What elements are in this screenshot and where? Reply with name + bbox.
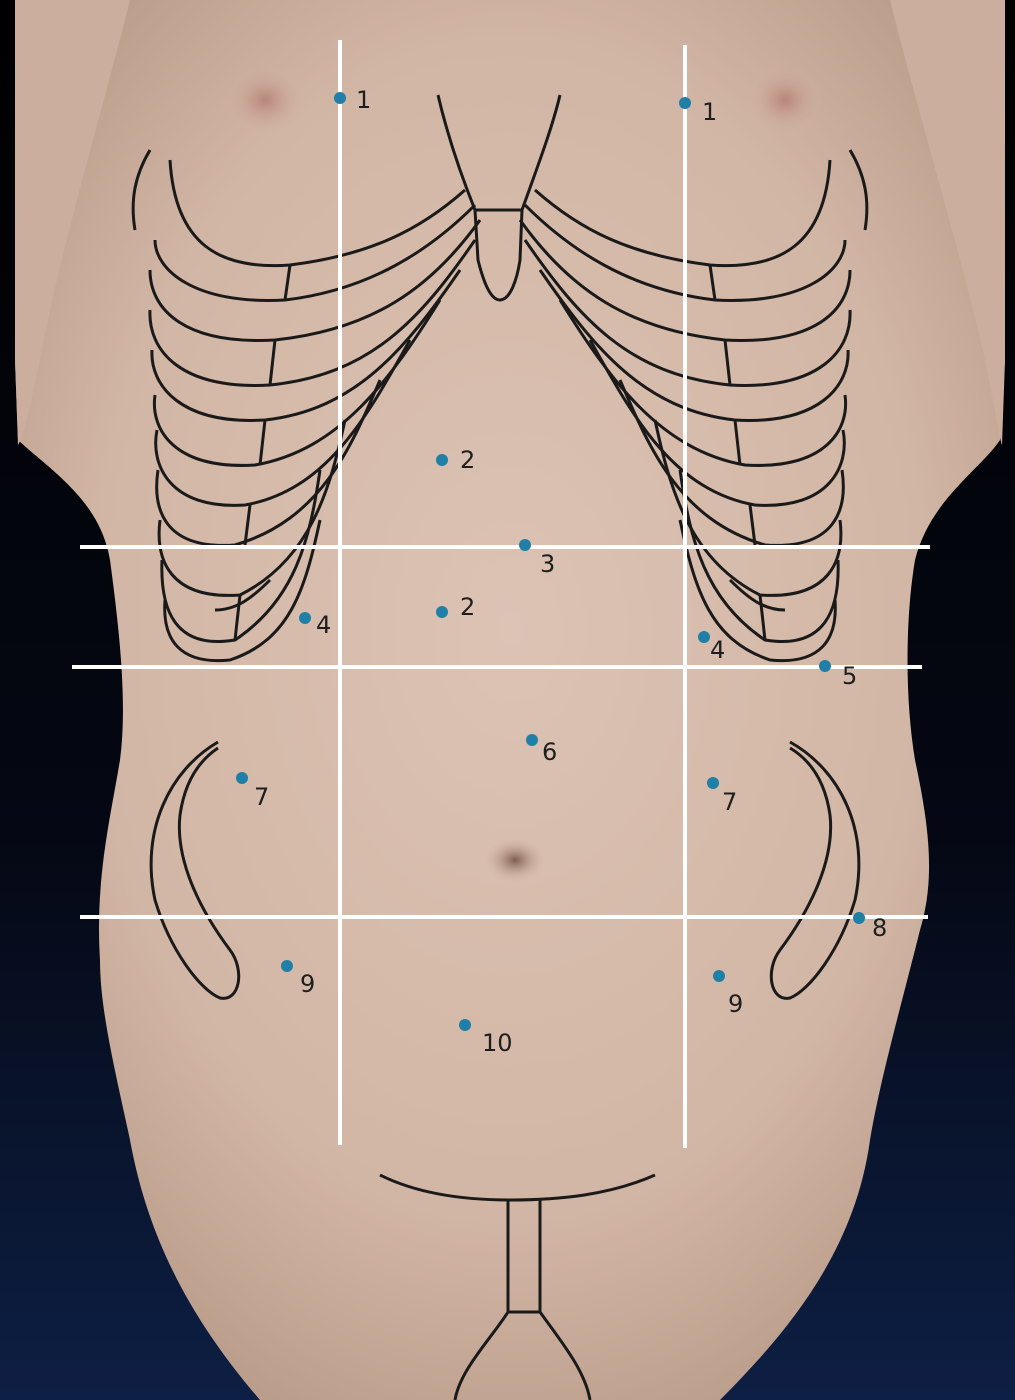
left-nipple — [747, 65, 823, 135]
marker-label-m5: 5 — [842, 662, 857, 690]
right-nipple — [225, 65, 305, 135]
marker-label-m4b: 4 — [710, 636, 725, 664]
marker-label-m10: 10 — [482, 1029, 513, 1057]
marker-dot-m10 — [459, 1019, 471, 1031]
marker-dot-m9b — [713, 970, 725, 982]
marker-dot-m8 — [853, 912, 865, 924]
marker-label-m1a: 1 — [356, 86, 371, 114]
marker-dot-m3 — [519, 539, 531, 551]
marker-dot-m4b — [698, 631, 710, 643]
marker-label-m6: 6 — [542, 738, 557, 766]
marker-dot-m9a — [281, 960, 293, 972]
navel — [485, 838, 545, 882]
marker-label-m9a: 9 — [300, 970, 315, 998]
marker-dot-m5 — [819, 660, 831, 672]
marker-dot-m1b — [679, 97, 691, 109]
marker-dot-m4a — [299, 612, 311, 624]
marker-label-m4a: 4 — [316, 611, 331, 639]
marker-label-m7a: 7 — [254, 783, 269, 811]
marker-label-m8: 8 — [872, 914, 887, 942]
marker-dot-m6 — [526, 734, 538, 746]
marker-dot-m2a — [436, 454, 448, 466]
marker-label-m2b: 2 — [460, 593, 475, 621]
marker-dot-m1a — [334, 92, 346, 104]
marker-dot-m7a — [236, 772, 248, 784]
marker-dot-m2b — [436, 606, 448, 618]
marker-label-m7b: 7 — [722, 788, 737, 816]
marker-label-m2a: 2 — [460, 446, 475, 474]
marker-dot-m7b — [707, 777, 719, 789]
marker-label-m3: 3 — [540, 550, 555, 578]
marker-label-m9b: 9 — [728, 990, 743, 1018]
marker-label-m1b: 1 — [702, 98, 717, 126]
